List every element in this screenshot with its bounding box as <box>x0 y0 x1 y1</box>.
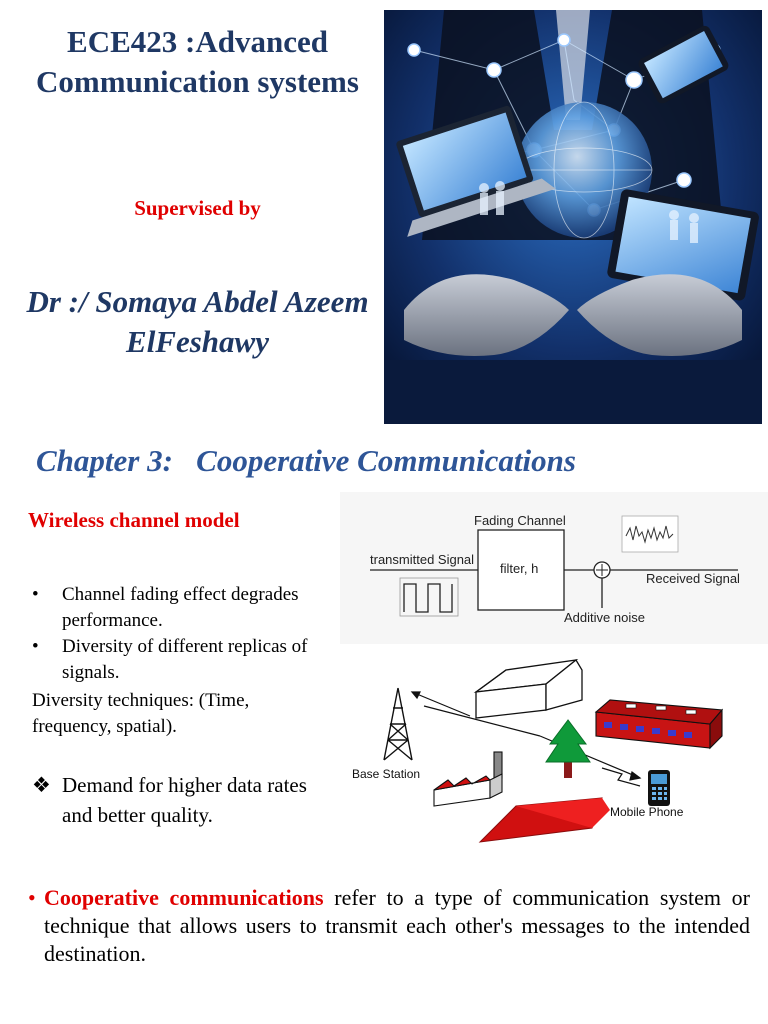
bullet-icon: • <box>32 584 39 605</box>
list-item: • Diversity of different replicas of sig… <box>32 634 347 686</box>
square-wave-icon <box>403 583 453 613</box>
bullet-text: Diversity of different replicas of signa… <box>62 636 308 683</box>
definition-text: refer to a type of communication system … <box>44 885 750 966</box>
received-signal-label: Received Signal <box>646 571 740 586</box>
hero-illustration <box>384 10 762 424</box>
cooperative-definition: • Cooperative communications refer to a … <box>28 884 750 968</box>
demand-item: ❖ Demand for higher data rates and bette… <box>32 770 332 830</box>
bullet-list: • Channel fading effect degrades perform… <box>32 582 347 686</box>
diamond-bullet-icon: ❖ <box>32 773 51 797</box>
tree-icon <box>545 719 591 778</box>
diversity-techniques-text: Diversity techniques: (Time, frequency, … <box>32 690 250 737</box>
wireless-scene-diagram: Base Station <box>340 648 768 844</box>
bullet-text: Channel fading effect degrades performan… <box>62 584 299 631</box>
course-title: ECE423 :Advanced Communication systems <box>36 24 359 99</box>
supervised-by-label: Supervised by <box>134 196 261 220</box>
fading-channel-label: Fading Channel <box>474 513 566 528</box>
filter-label: filter, h <box>500 561 538 576</box>
demand-text: Demand for higher data rates and better … <box>62 773 307 827</box>
noise-signal-icon <box>625 525 674 544</box>
bullet-icon: • <box>28 885 36 910</box>
base-station-tower-icon <box>383 687 413 761</box>
factory-icon <box>433 751 503 807</box>
mobile-phone-label: Mobile Phone <box>610 805 684 819</box>
chapter-heading: Chapter 3: Cooperative Communications <box>36 443 576 478</box>
mobile-phone-icon <box>648 770 670 806</box>
base-station-label: Base Station <box>352 767 420 781</box>
additive-noise-label: Additive noise <box>564 610 645 625</box>
train-icon <box>594 699 724 750</box>
red-roof-icon <box>478 797 610 843</box>
transmitted-signal-label: transmitted Signal <box>370 552 474 567</box>
definition-paragraph: Cooperative communications refer to a ty… <box>44 884 750 968</box>
cooperative-term: Cooperative communications <box>44 885 324 910</box>
bullet-icon: • <box>32 636 39 657</box>
list-item: • Channel fading effect degrades perform… <box>32 582 347 634</box>
channel-model-diagram: Fading Channel filter, h transmitted Sig… <box>340 492 768 644</box>
wireless-channel-heading: Wireless channel model <box>28 508 240 532</box>
filter-box <box>477 529 565 611</box>
house-icon <box>473 659 583 719</box>
supervisor-name: Dr :/ Somaya Abdel Azeem ElFeshawy <box>26 284 369 359</box>
